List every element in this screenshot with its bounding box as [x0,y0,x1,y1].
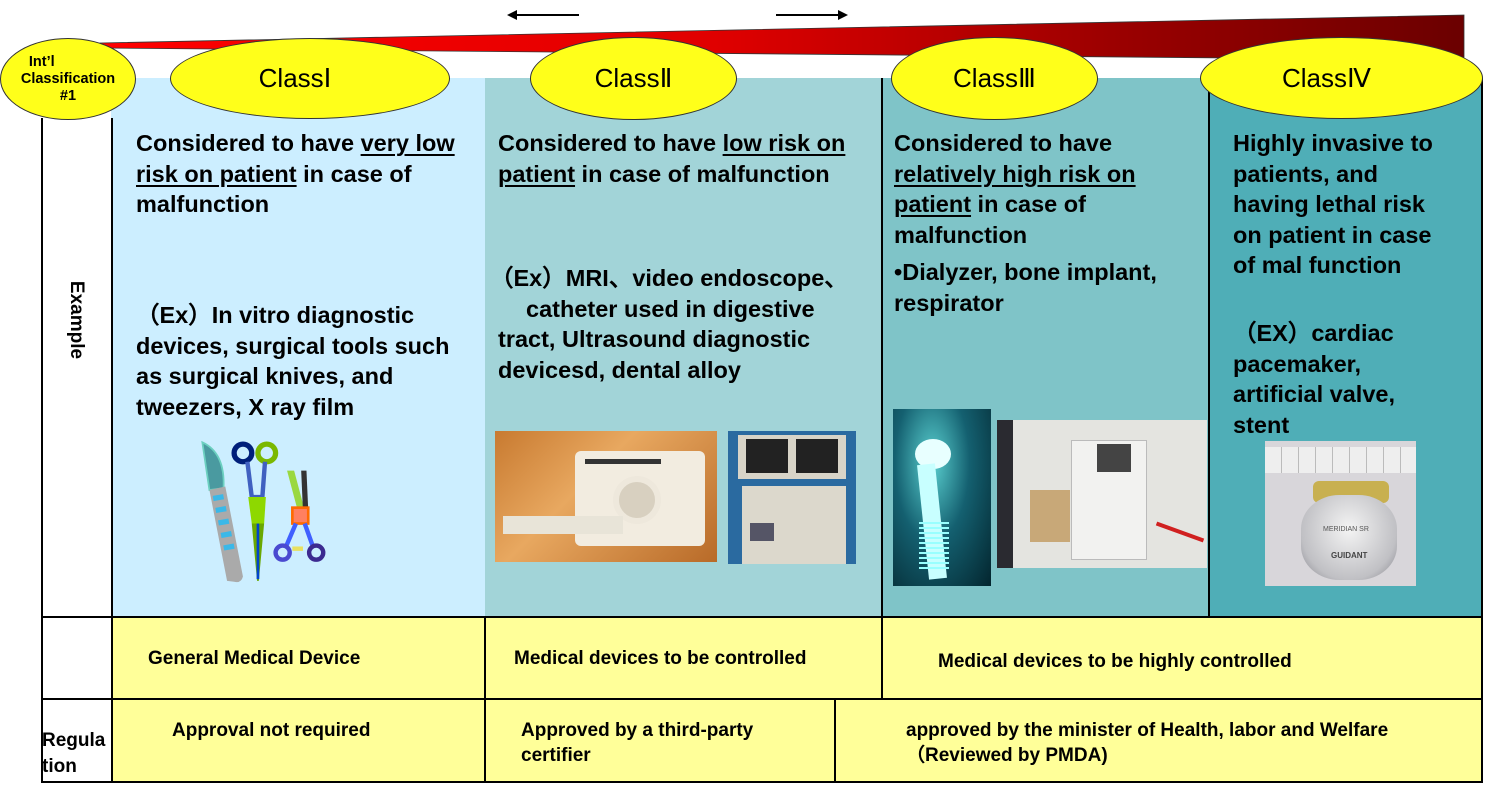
grid-line [41,616,1482,618]
class1-title: ClassⅠ [258,63,332,93]
class4-example: （EX）cardiac pacemaker, artificial valve,… [1233,320,1395,438]
class1-column [111,78,485,616]
grid-line [1208,78,1210,617]
grid-line [484,617,486,783]
class1-example: （Ex）In vitro diagnostic devices, surgica… [136,302,450,420]
class2-title: ClassⅡ [594,63,673,93]
grid-line [881,78,883,699]
pacemaker-brand-label: MERIDIAN SR [1323,526,1369,533]
grid-line [41,698,1482,700]
pacemaker-photo: MERIDIAN SR GUIDANT [1265,441,1416,586]
grid-line [41,118,43,783]
ultrasound-machine-photo [728,431,856,564]
surgical-tools-illustration [201,440,326,583]
class3-example: •Dialyzer, bone implant, respirator [894,259,1157,316]
class2-description: Considered to have low risk on patient i… [498,130,846,187]
example-row-label: Example [42,281,111,359]
regulation-category-class1: General Medical Device [148,648,361,669]
class3-description: Considered to have relatively high risk … [894,130,1136,248]
hip-implant-xray-photo [893,409,991,586]
intl-label-line3: #1 [59,87,77,104]
class4-description: Highly invasive to patients, and having … [1233,130,1433,278]
example-label: Example [66,280,88,360]
regulation-category-class3-4: Medical devices to be highly controlled [938,651,1292,672]
grid-line [1481,78,1483,783]
intl-label-line1: Int’l [28,53,55,70]
mri-scanner-photo [495,431,717,562]
arrow-right-icon [776,10,848,20]
pacemaker-maker-label: GUIDANT [1331,551,1368,560]
class1-oval: ClassⅠ [170,38,450,119]
dialysis-machine-photo [997,420,1207,568]
regulation-approval-class2: Approved by a third-party certifier [521,720,754,766]
class2-oval: ClassⅡ [530,37,737,120]
regulation-approval-class1: Approval not required [172,720,371,741]
regulation-category-class2: Medical devices to be controlled [514,648,807,669]
grid-line [834,699,836,783]
regulation-row-label: Regula tion [42,730,106,777]
arrow-left-icon [507,10,579,20]
class3-title: ClassⅢ [953,63,1036,93]
class4-title: ClassⅣ [1281,62,1371,93]
class2-example: （Ex）MRI、video endoscope、 catheter used i… [490,265,848,383]
intl-label-line2: Classification [20,70,116,87]
class4-oval: ClassⅣ [1200,37,1483,119]
regulation-category-row-bg [111,617,1481,699]
grid-line [41,781,1482,783]
class1-description: Considered to have very low risk on pati… [136,130,455,217]
regulation-approval-class3-4: approved by the minister of Health, labo… [906,720,1389,766]
regulation-approval-row-bg [111,699,1481,782]
grid-line [111,118,113,783]
class3-oval: ClassⅢ [891,37,1098,120]
intl-classification-oval: Int’l Classification #1 [0,38,136,120]
